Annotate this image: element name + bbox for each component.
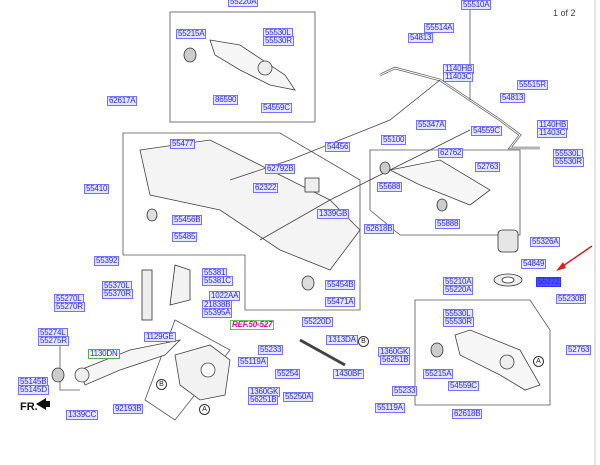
part-callout[interactable]: 55530R <box>443 317 474 327</box>
part-callout[interactable]: 55270R <box>54 302 85 312</box>
part-callout[interactable]: 54559C <box>261 103 292 113</box>
part-callout[interactable]: 92193B <box>113 404 144 414</box>
part-callout[interactable]: 55515R <box>517 80 548 90</box>
part-callout[interactable]: 56251B <box>248 395 279 405</box>
part-callout[interactable]: 55220A <box>228 0 259 7</box>
part-callout[interactable]: 52763 <box>566 345 592 355</box>
part-callout[interactable]: 56251B <box>380 355 411 365</box>
part-callout[interactable]: 55275R <box>38 336 69 346</box>
part-callout[interactable]: 55392 <box>94 256 120 266</box>
part-callout[interactable]: 55230B <box>556 294 587 304</box>
part-callout[interactable]: 55456B <box>172 215 203 225</box>
reference-link[interactable]: REF.50-527 <box>230 320 275 330</box>
section-marker-a: A <box>533 356 544 367</box>
part-callout[interactable]: 55215A <box>176 29 207 39</box>
part-callout[interactable]: 54559C <box>471 126 502 136</box>
part-callout[interactable]: 55485 <box>172 232 198 242</box>
red-pointer-arrow <box>556 245 593 271</box>
part-callout[interactable]: 55220D <box>302 317 333 327</box>
part-callout[interactable]: 55510A <box>461 0 492 10</box>
part-callout[interactable]: 55100 <box>381 135 407 145</box>
part-callout[interactable]: 55410 <box>84 184 110 194</box>
part-callout[interactable]: 52763 <box>475 162 501 172</box>
part-callout[interactable]: 55233 <box>258 345 284 355</box>
page-indicator: 1 of 2 <box>553 8 576 18</box>
part-callout[interactable]: 55326A <box>530 237 561 247</box>
knuckle-frame <box>144 319 231 421</box>
part-callout[interactable]: 1130DN <box>88 349 120 359</box>
part-callout[interactable]: 55215A <box>423 369 454 379</box>
part-callout[interactable]: 55233 <box>392 386 418 396</box>
part-callout[interactable]: 55119A <box>238 357 268 367</box>
section-marker-b: B <box>358 336 369 347</box>
crossmember-frame <box>122 132 361 311</box>
part-callout[interactable]: 55119A <box>375 403 405 413</box>
part-callout[interactable]: 55888 <box>435 219 461 229</box>
part-callout[interactable]: 62762 <box>438 148 464 158</box>
part-callout[interactable]: 1339GB <box>317 209 350 219</box>
part-callout[interactable]: 62617A <box>107 96 138 106</box>
part-callout[interactable]: 54813 <box>500 93 526 103</box>
part-callout[interactable]: 62322 <box>253 183 279 193</box>
part-callout[interactable]: 1339CC <box>66 410 99 420</box>
part-callout-highlighted[interactable]: 55272 <box>536 277 562 287</box>
part-callout[interactable]: 55250A <box>283 392 314 402</box>
part-callout[interactable]: 54813 <box>408 33 434 43</box>
part-callout[interactable]: 55514A <box>424 23 455 33</box>
front-arrow-icon <box>36 398 50 410</box>
part-callout[interactable]: 1313DA <box>326 335 358 345</box>
part-callout[interactable]: 55381C <box>202 276 233 286</box>
part-callout[interactable]: 55220A <box>443 285 474 295</box>
front-direction-label: FR. <box>20 401 38 413</box>
part-callout[interactable]: 62792B <box>265 164 296 174</box>
part-callout[interactable]: 55454B <box>325 280 356 290</box>
upper-arm-frame <box>169 11 316 123</box>
part-callout[interactable]: 62618B <box>452 409 483 419</box>
part-callout[interactable]: 55471A <box>325 297 356 307</box>
part-callout[interactable]: 55370R <box>102 289 133 299</box>
part-callout[interactable]: 55145D <box>18 385 49 395</box>
part-callout[interactable]: 54849 <box>521 259 547 269</box>
part-callout[interactable]: 1129GE <box>144 332 176 342</box>
upper-link-frame <box>369 149 521 236</box>
part-callout[interactable]: 54456 <box>325 142 351 152</box>
part-callout[interactable]: 55477 <box>170 139 196 149</box>
part-callout[interactable]: 86590 <box>213 95 239 105</box>
part-callout[interactable]: 62618B <box>364 224 395 234</box>
part-callout[interactable]: 11403C <box>537 128 568 138</box>
part-callout[interactable]: 55395A <box>202 308 233 318</box>
part-callout[interactable]: 55254 <box>275 369 301 379</box>
section-marker-a: A <box>199 404 210 415</box>
part-callout[interactable]: 55347A <box>416 120 447 130</box>
part-callout[interactable]: 1430BF <box>333 369 364 379</box>
part-callout[interactable]: 55530R <box>553 157 584 167</box>
part-callout[interactable]: 55530R <box>263 36 294 46</box>
part-callout[interactable]: 55688 <box>377 182 403 192</box>
section-marker-b: B <box>156 379 167 390</box>
part-callout[interactable]: 11403C <box>443 72 474 82</box>
part-callout[interactable]: 54559C <box>448 381 479 391</box>
